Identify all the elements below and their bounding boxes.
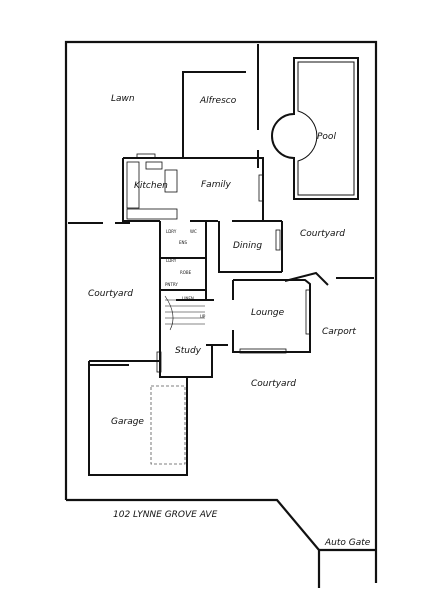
fixture-label-robe: ROBE bbox=[180, 270, 192, 275]
room-label-alfresco: Alfresco bbox=[199, 96, 237, 106]
garage-parking-outline bbox=[150, 385, 186, 465]
fixture-label-ldry2: LDRY bbox=[166, 258, 177, 263]
room-label-courtyard-east: Courtyard bbox=[300, 229, 345, 239]
house-walls bbox=[68, 157, 374, 476]
staircase bbox=[164, 295, 205, 331]
fixture-label-up: UP bbox=[200, 314, 206, 319]
fixture-label-linen: LINEN bbox=[182, 296, 194, 301]
room-label-lawn: Lawn bbox=[111, 94, 135, 104]
fixture-label-wc: WC bbox=[190, 229, 197, 234]
room-label-garage: Garage bbox=[111, 417, 144, 427]
auto-gate-label: Auto Gate bbox=[324, 538, 371, 548]
room-label-courtyard-front: Courtyard bbox=[251, 379, 296, 389]
alfresco-walls bbox=[182, 44, 259, 168]
room-label-carport: Carport bbox=[322, 327, 356, 337]
fixture-label-pntry: PNTRY bbox=[165, 282, 178, 287]
kitchen-fixtures bbox=[126, 161, 178, 220]
fixture-label-ens: ENS bbox=[179, 240, 188, 245]
room-label-courtyard-west: Courtyard bbox=[88, 289, 133, 299]
room-label-lounge: Lounge bbox=[251, 308, 285, 318]
pool-outline bbox=[271, 57, 359, 200]
room-label-dining: Dining bbox=[233, 241, 262, 251]
windows bbox=[136, 153, 311, 373]
property-boundary bbox=[64, 40, 378, 588]
room-label-study: Study bbox=[175, 346, 202, 356]
street-address: 102 LYNNE GROVE AVE bbox=[113, 510, 218, 520]
room-label-family: Family bbox=[201, 180, 231, 190]
room-label-pool: Pool bbox=[317, 132, 336, 142]
room-label-kitchen: Kitchen bbox=[134, 181, 168, 191]
fixture-label-ldry: LDRY bbox=[166, 229, 177, 234]
